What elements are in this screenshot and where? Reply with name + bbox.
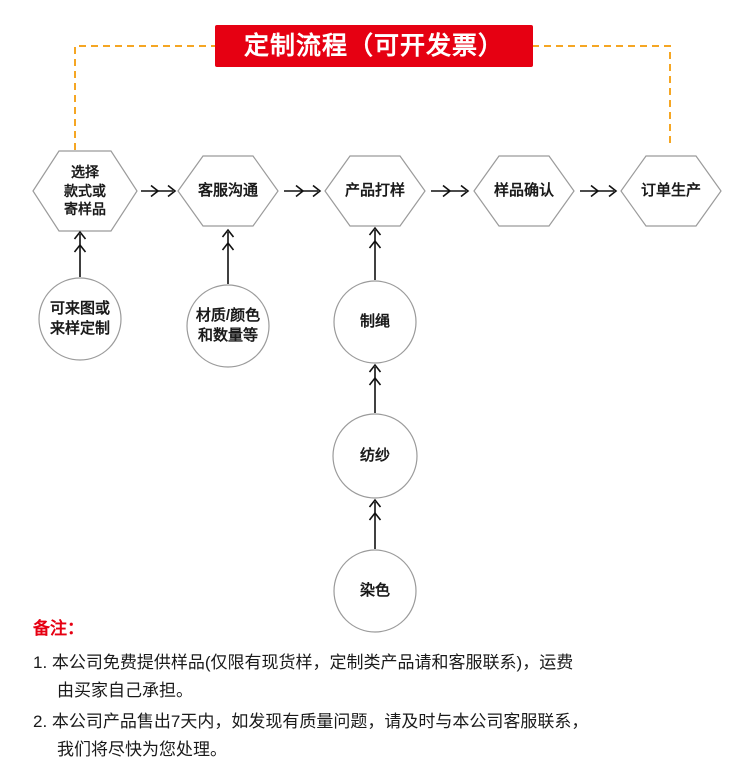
arrow-circle5-to-circle4 [368,498,382,549]
circle-label-dyeing: 染色 [359,581,390,599]
hexagon-label-order-production: 订单生产 [640,181,701,199]
hexagon-label-service-chat: 客服沟通 [197,181,258,199]
note-item-1: 1. 本公司免费提供样品(仅限有现货样，定制类产品请和客服联系)，运费 由买家自… [33,653,574,700]
arrow-circle2-to-hex2 [221,228,235,284]
circle-label-custom-from-sample: 可来图或 来样定制 [49,299,110,337]
hexagon-shape-order-production [620,155,722,227]
arrow-hex3-to-hex4 [431,184,470,198]
arrow-circle3-to-hex3 [368,226,382,280]
circle-label-spinning: 纺纱 [359,446,390,464]
circle-label-material-color: 材质/颜色 和数量等 [195,306,261,344]
hexagon-shape-select-style [32,150,138,232]
arrow-hex2-to-hex3 [284,184,322,198]
hexagon-shape-sample-confirm [473,155,575,227]
hexagon-shape-service-chat [177,155,279,227]
banner-title: 定制流程（可开发票） [215,25,533,67]
dashed-connector-left [74,45,218,150]
arrow-circle4-to-circle3 [368,363,382,413]
circle-shape-spinning [332,413,418,499]
circle-shape-custom-from-sample [38,277,122,361]
arrow-hex4-to-hex5 [580,184,618,198]
circle-shape-rope-making [333,280,417,364]
dashed-connector-right [532,45,671,148]
circle-shape-dyeing [333,549,417,633]
arrow-circle1-to-hex1 [73,230,87,277]
hexagon-label-sample-confirm: 样品确认 [493,181,554,199]
circle-label-rope-making: 制绳 [359,312,390,330]
notes-title: 备注： [33,619,84,638]
note-item-2: 2. 本公司产品售出7天内，如发现有质量问题，请及时与本公司客服联系， 我们将尽… [33,712,589,759]
hexagon-label-product-proof: 产品打样 [344,181,405,199]
notes-section: 备注： 1. 本公司免费提供样品(仅限有现货样，定制类产品请和客服联系)，运费 … [33,614,733,767]
circle-shape-material-color [186,284,270,368]
hexagon-shape-product-proof [324,155,426,227]
hexagon-label-select-style: 选择 款式或 寄样品 [64,163,106,218]
arrow-hex1-to-hex2 [141,184,177,198]
